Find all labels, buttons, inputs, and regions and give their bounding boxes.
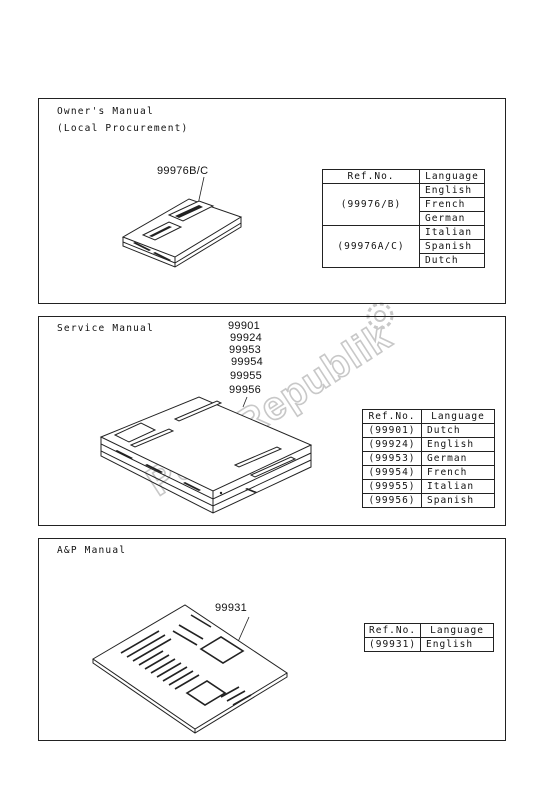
table-row: (99956) Spanish [362,493,495,508]
ref-no-cell: (99976A/C) [322,225,420,268]
language-header: Language [421,409,495,424]
ref-no-cell: (99901) [362,423,422,438]
ref-no-header: Ref.No. [362,409,422,424]
service-manual-part-number: 99956 [229,384,262,396]
language-cell: Dutch [421,423,495,438]
language-cell: Spanish [419,239,485,254]
service-manual-book [99,396,313,514]
language-cell: Dutch [419,253,485,268]
service-manual-part-number: 99953 [229,344,262,356]
table-row: (99955) Italian [362,479,495,494]
language-cell: English [421,437,495,452]
table-header-row: Ref.No. Language [363,623,495,638]
owners-manual-panel: Owner's Manual (Local Procurement) 99976… [38,98,506,304]
language-cell: Spanish [421,493,495,508]
service-manual-ref-table: Ref.No. Language (99901) Dutch (99924) E… [362,409,495,508]
table-row: (99924) English [362,437,495,452]
ref-no-cell: (99976/B) [322,183,420,226]
language-cell: Italian [421,479,495,494]
ref-no-header: Ref.No. [322,169,420,184]
ref-no-cell: (99956) [362,493,422,508]
table-row: (99954) French [362,465,495,480]
service-manual-title: Service Manual [57,323,154,334]
language-cell: French [419,197,485,212]
language-header: Language [420,623,495,638]
ap-manual-panel: A&P Manual 99931 Ref.No. [38,538,506,741]
ref-no-cell: (99924) [362,437,422,452]
owners-manual-book [121,176,243,268]
table-row: (99931) English [363,637,495,652]
service-manual-part-number: 99924 [230,332,263,344]
table-header-row: Ref.No. Language [322,169,485,184]
table-row: (99976A/C) Italian [322,225,485,268]
language-cell: English [419,183,485,198]
ap-manual-sheet [92,604,288,734]
ap-manual-part-number: 99931 [215,602,248,614]
table-row: (99976/B) English [322,183,485,226]
language-cell: German [421,451,495,466]
ap-manual-title: A&P Manual [57,545,127,556]
owners-manual-part-number: 99976B/C [157,165,209,177]
ref-no-cell: (99953) [362,451,422,466]
ref-no-cell: (99954) [362,465,422,480]
ref-no-cell: (99955) [362,479,422,494]
service-manual-panel: Service Manual 99901 99924 99953 99954 9… [38,316,506,526]
owners-manual-ref-table: Ref.No. Language (99976/B) English Frenc… [322,169,485,268]
service-manual-part-number: 99955 [230,370,263,382]
table-row: Dutch [323,253,485,268]
language-cell: French [421,465,495,480]
ref-no-header: Ref.No. [363,623,422,638]
table-row: (99953) German [362,451,495,466]
table-row: (99901) Dutch [362,423,495,438]
table-header-row: Ref.No. Language [362,409,495,424]
language-cell: English [420,637,495,652]
service-manual-part-number: 99954 [231,356,264,368]
owners-manual-subtitle: (Local Procurement) [57,123,189,134]
language-cell: German [419,211,485,226]
language-cell: Italian [419,225,485,240]
ap-manual-ref-table: Ref.No. Language (99931) English [363,623,495,652]
service-manual-part-number: 99901 [228,320,261,332]
language-header: Language [419,169,485,184]
owners-manual-title: Owner's Manual [57,106,154,117]
ref-no-cell: (99931) [363,637,422,652]
